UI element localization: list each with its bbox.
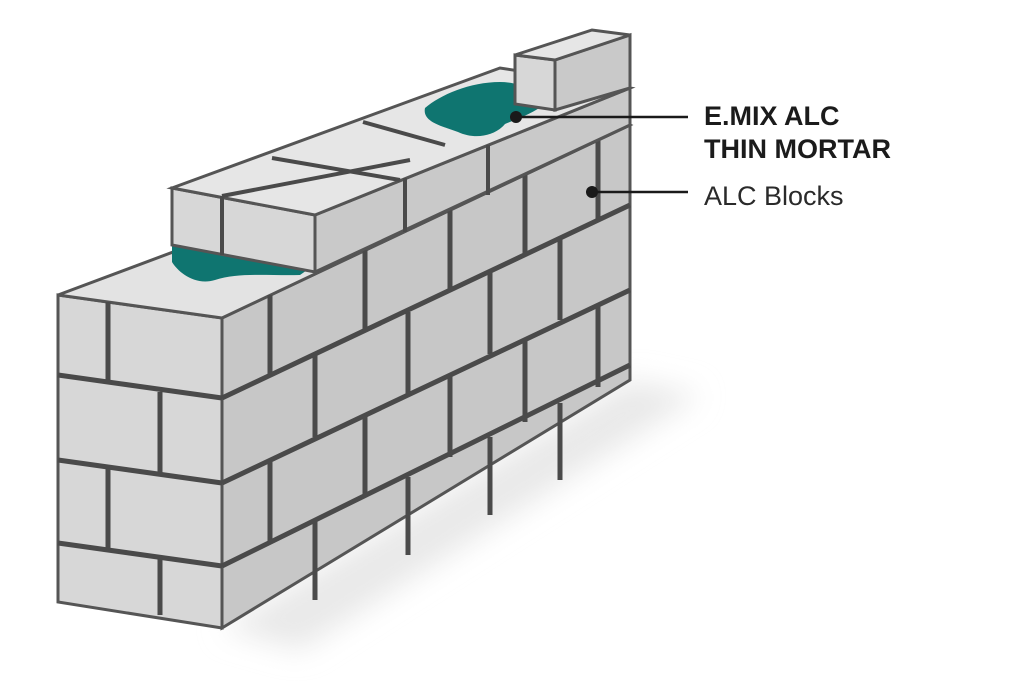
top-block-top [514,28,631,62]
wall-shadow [222,380,700,650]
mortar-leader [510,111,688,123]
mortar-label-line1: E.MIX ALC [704,101,840,131]
blocks-leader [586,186,688,198]
mortar-label: E.MIX ALC THIN MORTAR [704,100,891,166]
mortar-label-line2: THIN MORTAR [704,134,891,164]
upper-course-joints [220,120,490,255]
blocks-leader-dot [586,186,598,198]
side-face-joints [220,140,632,600]
mortar-leader-dot [510,111,522,123]
top-block-end [513,53,557,112]
end-face-joints [57,302,223,615]
blocks-label: ALC Blocks [704,181,844,211]
